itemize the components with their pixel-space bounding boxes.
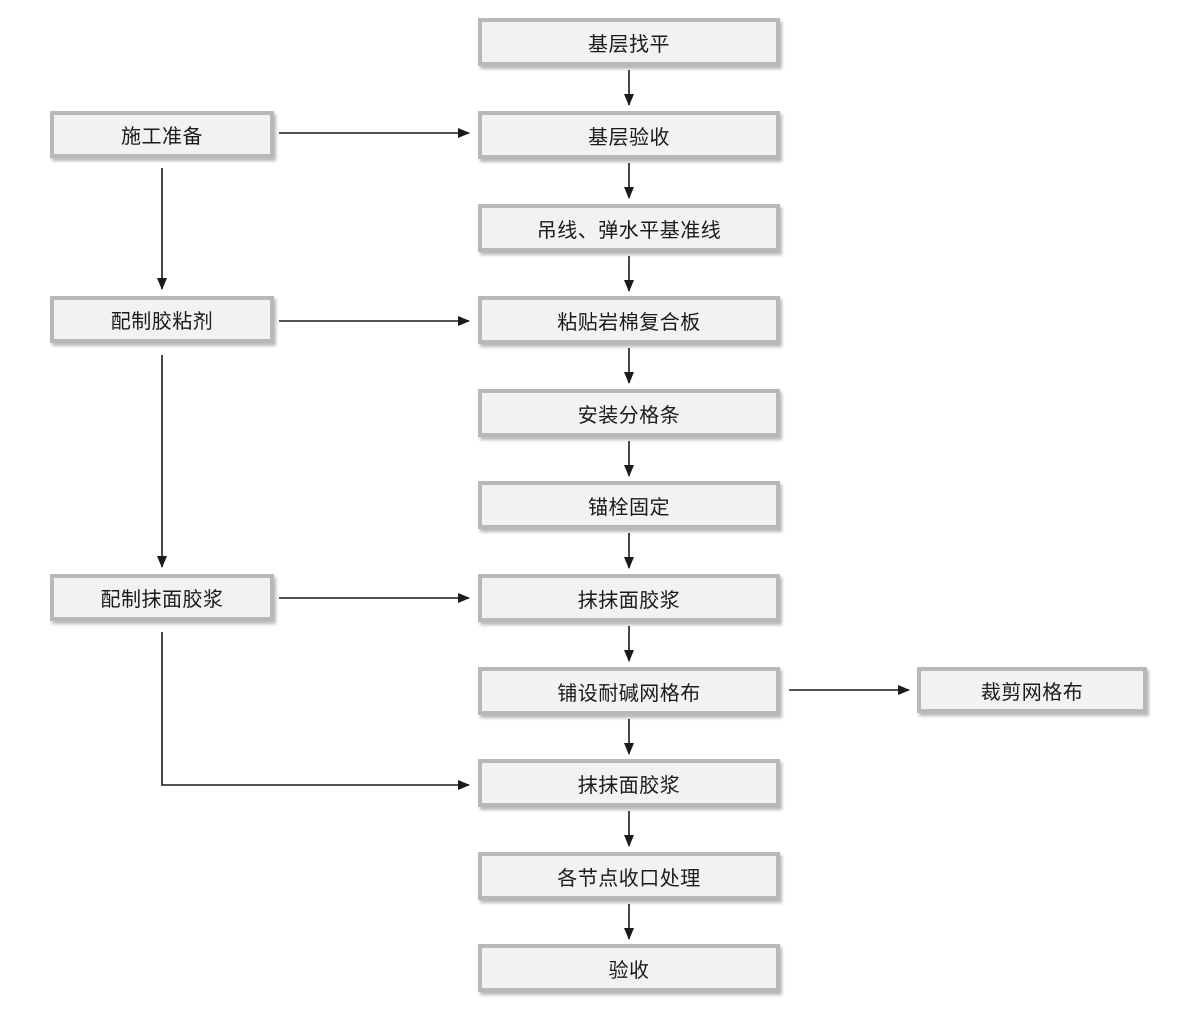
step-6-label: 锚栓固定 <box>588 494 670 519</box>
step-3-box: 吊线、弹水平基准线 <box>478 204 780 252</box>
step-4-label: 粘贴岩棉复合板 <box>557 309 701 334</box>
step-5-box: 安装分格条 <box>478 389 780 437</box>
side-step-1-label: 施工准备 <box>121 124 203 148</box>
step-5-label: 安装分格条 <box>577 402 681 427</box>
side-step-2-label: 配制胶粘剂 <box>110 309 214 333</box>
step-8-label: 铺设耐碱网格布 <box>557 680 701 705</box>
side-step-2-box: 配制胶粘剂 <box>50 296 274 343</box>
step-2-box: 基层验收 <box>478 111 780 159</box>
step-3-label: 吊线、弹水平基准线 <box>536 217 722 242</box>
branch-step-label: 裁剪网格布 <box>980 679 1084 704</box>
step-11-box: 验收 <box>478 944 780 992</box>
step-1-label: 基层找平 <box>588 31 670 56</box>
step-8-box: 铺设耐碱网格布 <box>478 667 780 715</box>
branch-step-box: 裁剪网格布 <box>917 667 1147 713</box>
arrow-side3-to-step9 <box>161 632 470 790</box>
step-6-box: 锚栓固定 <box>478 481 780 529</box>
step-10-label: 各节点收口处理 <box>557 865 701 890</box>
step-7-box: 抹抹面胶浆 <box>478 574 780 622</box>
step-9-box: 抹抹面胶浆 <box>478 759 780 807</box>
step-1-box: 基层找平 <box>478 18 780 66</box>
step-9-label: 抹抹面胶浆 <box>577 772 681 797</box>
side-step-1-box: 施工准备 <box>50 111 274 158</box>
step-2-label: 基层验收 <box>588 124 670 149</box>
step-11-label: 验收 <box>608 957 650 982</box>
side-step-3-box: 配制抹面胶浆 <box>50 574 274 621</box>
step-4-box: 粘贴岩棉复合板 <box>478 296 780 344</box>
step-10-box: 各节点收口处理 <box>478 852 780 900</box>
step-7-label: 抹抹面胶浆 <box>577 587 681 612</box>
side-step-3-label: 配制抹面胶浆 <box>100 587 224 611</box>
